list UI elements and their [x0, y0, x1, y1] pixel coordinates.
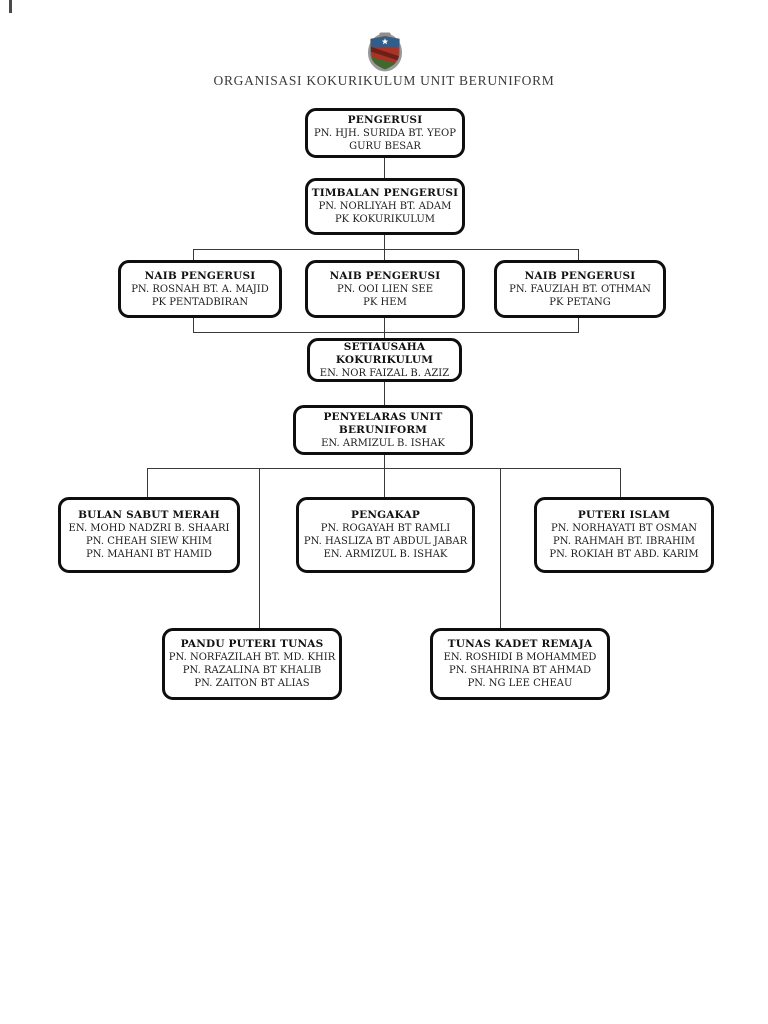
box-title: NAIB PENGERUSI: [524, 269, 636, 282]
box-title: NAIB PENGERUSI: [329, 269, 441, 282]
box-line: PN. ROKIAH BT ABD. KARIM: [549, 549, 699, 560]
box-line: EN. ARMIZUL B. ISHAK: [323, 549, 448, 560]
org-box-pengerusi: PENGERUSI PN. HJH. SURIDA BT. YEOP GURU …: [305, 108, 465, 158]
connector-naib-right-down: [578, 318, 579, 333]
box-line: PN. SHAHRINA BT AHMAD: [449, 665, 591, 676]
box-title: PUTERI ISLAM: [577, 509, 671, 521]
connector-setiausaha-branch: [193, 332, 579, 333]
box-title: PENGAKAP: [351, 509, 420, 521]
box-title: BULAN SABUT MERAH: [78, 509, 220, 521]
connector-setiausaha-penyelaras: [384, 382, 385, 405]
box-title: TIMBALAN PENGERUSI: [311, 187, 459, 199]
box-title: BERUNIFORM: [338, 423, 428, 436]
box-title: KOKURIKULUM: [335, 353, 434, 366]
connector-naib-right-drop: [578, 249, 579, 260]
connector-pengakap-drop: [384, 468, 385, 497]
org-box-naib-pengerusi-kanan: NAIB PENGERUSI PN. FAUZIAH BT. OTHMAN PK…: [494, 260, 666, 318]
org-box-naib-pengerusi-kiri: NAIB PENGERUSI PN. ROSNAH BT. A. MAJID P…: [118, 260, 282, 318]
box-line: PN. MAHANI BT HAMID: [86, 549, 212, 560]
box-line: GURU BESAR: [349, 140, 421, 152]
box-line: PN. FAUZIAH BT. OTHMAN: [509, 283, 651, 295]
box-line: PN. OOI LIEN SEE: [337, 283, 433, 295]
org-box-setiausaha: SETIAUSAHA KOKURIKULUM EN. NOR FAIZAL B.…: [307, 338, 462, 382]
box-line: PN. CHEAH SIEW KHIM: [86, 536, 212, 547]
school-crest-logo: [367, 32, 403, 72]
box-line: PK KOKURIKULUM: [334, 214, 436, 225]
org-box-pandu-puteri-tunas: PANDU PUTERI TUNAS PN. NORFAZILAH BT. MD…: [162, 628, 342, 700]
box-line: EN. ROSHIDI B MOHAMMED: [443, 652, 597, 663]
org-box-penyelaras-unit: PENYELARAS UNIT BERUNIFORM EN. ARMIZUL B…: [293, 405, 473, 455]
box-title: NAIB PENGERUSI: [144, 269, 256, 282]
org-box-pengakap: PENGAKAP PN. ROGAYAH BT RAMLI PN. HASLIZ…: [296, 497, 475, 573]
connector-puteri-drop: [620, 468, 621, 497]
box-line: PN. HJH. SURIDA BT. YEOP: [314, 127, 456, 139]
org-box-naib-pengerusi-tengah: NAIB PENGERUSI PN. OOI LIEN SEE PK HEM: [305, 260, 465, 318]
box-line: EN. NOR FAIZAL B. AZIZ: [319, 367, 450, 379]
connector-units-branch: [147, 468, 620, 469]
org-box-tunas-kadet-remaja: TUNAS KADET REMAJA EN. ROSHIDI B MOHAMME…: [430, 628, 610, 700]
box-line: EN. MOHD NADZRI B. SHAARI: [68, 523, 230, 534]
connector-timbalan-down: [384, 235, 385, 249]
box-title: TUNAS KADET REMAJA: [447, 638, 593, 650]
box-title: PANDU PUTERI TUNAS: [180, 638, 324, 650]
box-line: PN. RAZALINA BT KHALIB: [182, 665, 322, 676]
org-box-timbalan-pengerusi: TIMBALAN PENGERUSI PN. NORLIYAH BT. ADAM…: [305, 178, 465, 235]
box-line: PN. NORFAZILAH BT. MD. KHIR: [168, 652, 336, 663]
box-line: PN. ZAITON BT ALIAS: [194, 678, 310, 689]
page-title: ORGANISASI KOKURIKULUM UNIT BERUNIFORM: [213, 73, 555, 88]
connector-pandu-drop: [259, 468, 260, 628]
box-line: PN. RAHMAH BT. IBRAHIM: [553, 536, 695, 547]
box-title: PENYELARAS UNIT: [323, 410, 443, 423]
connector-penyelaras-down: [384, 455, 385, 468]
box-line: PN. ROSNAH BT. A. MAJID: [131, 283, 269, 295]
connector-pengerusi-timbalan: [384, 158, 385, 178]
box-line: PN. NG LEE CHEAU: [467, 678, 573, 689]
connector-naib-left-drop: [193, 249, 194, 260]
box-line: PN. NORLIYAH BT. ADAM: [318, 201, 452, 212]
box-line: PN. HASLIZA BT ABDUL JABAR: [303, 536, 468, 547]
org-box-puteri-islam: PUTERI ISLAM PN. NORHAYATI BT OSMAN PN. …: [534, 497, 714, 573]
box-line: PK HEM: [363, 296, 407, 308]
connector-naib-left-down: [193, 318, 194, 333]
connector-naib-branch: [193, 249, 579, 250]
box-line: PN. ROGAYAH BT RAMLI: [320, 523, 451, 534]
connector-naib-center-drop: [384, 249, 385, 260]
box-title: PENGERUSI: [347, 113, 423, 126]
connector-naib-setiausaha: [384, 318, 385, 338]
box-line: PN. NORHAYATI BT OSMAN: [551, 523, 697, 534]
box-line: EN. ARMIZUL B. ISHAK: [321, 437, 445, 449]
org-box-bulan-sabut-merah: BULAN SABUT MERAH EN. MOHD NADZRI B. SHA…: [58, 497, 240, 573]
box-line: PK PENTADBIRAN: [151, 296, 249, 308]
scan-artifact-mark: [9, 0, 12, 13]
box-title: SETIAUSAHA: [343, 340, 426, 353]
connector-tunas-drop: [500, 468, 501, 628]
box-line: PK PETANG: [549, 296, 611, 308]
connector-bsm-drop: [147, 468, 148, 497]
